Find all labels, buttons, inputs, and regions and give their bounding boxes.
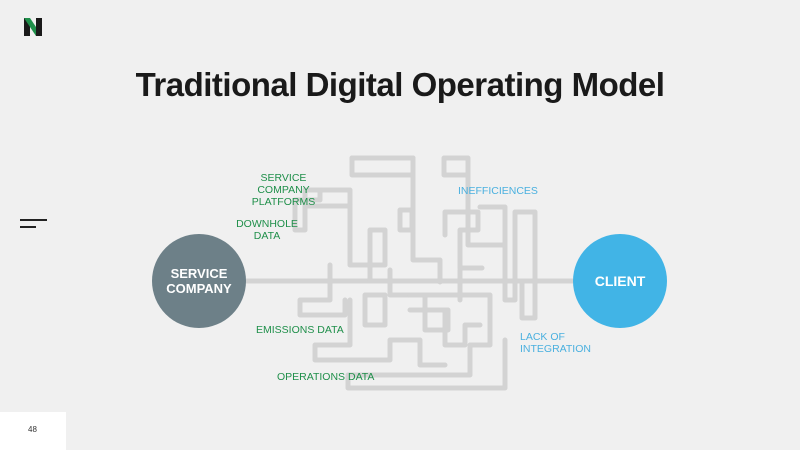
service-platforms-label: SERVICE COMPANY PLATFORMS — [251, 172, 316, 208]
n-logo-icon — [24, 18, 42, 36]
operations-data-label: OPERATIONS DATA — [277, 371, 375, 383]
inefficiences-label: INEFFICIENCES — [458, 185, 538, 197]
downhole-data-label: DOWNHOLE DATA — [236, 218, 298, 242]
emissions-data-label: EMISSIONS DATA — [256, 324, 344, 336]
lack-of-integration-label: LACK OF INTEGRATION — [520, 331, 591, 355]
page-number-box — [0, 412, 66, 450]
service-company-node: SERVICE COMPANY — [152, 234, 246, 328]
menu-lines-icon[interactable] — [20, 219, 47, 228]
page-number: 48 — [28, 425, 37, 434]
client-node: CLIENT — [573, 234, 667, 328]
page-title: Traditional Digital Operating Model — [135, 66, 665, 103]
